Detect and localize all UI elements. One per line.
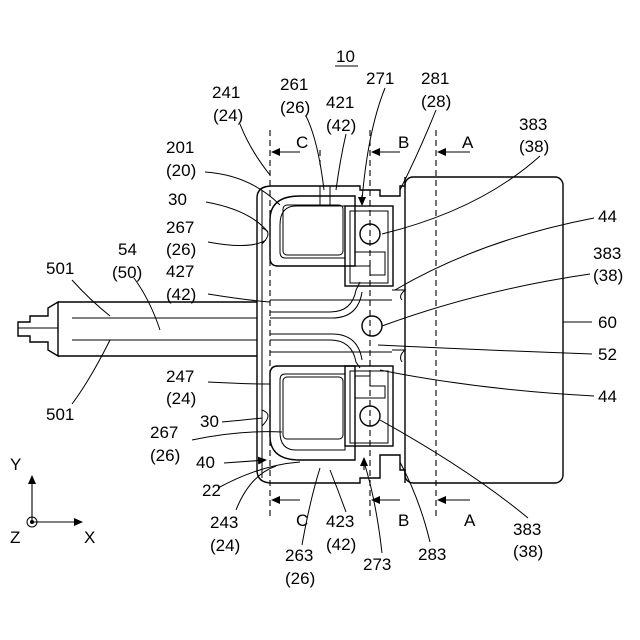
ref-501-a: 501 (46, 259, 74, 278)
ref-243: 243 (210, 513, 238, 532)
ref-42-b: (42) (166, 285, 196, 304)
section-b-bottom: B (398, 511, 409, 530)
ref-40: 40 (196, 453, 215, 472)
connector-upper (345, 206, 393, 286)
ref-38-c: (38) (513, 542, 543, 561)
ref-247: 247 (166, 367, 194, 386)
ref-60: 60 (598, 313, 617, 332)
ref-24-b: (24) (166, 389, 196, 408)
section-b-top: B (398, 133, 409, 152)
ref-28: (28) (421, 92, 451, 111)
ref-30-b: 30 (200, 412, 219, 431)
ref-44-a: 44 (598, 207, 617, 226)
hole-383-middle (362, 316, 382, 336)
section-a-top: A (462, 133, 474, 152)
ref-52: 52 (598, 345, 617, 364)
connector-lower (345, 366, 393, 446)
ref-26-a: (26) (280, 98, 310, 117)
ref-38-a: (38) (519, 137, 549, 156)
ref-42-a: (42) (326, 116, 356, 135)
section-c-top: C (296, 133, 308, 152)
ref-423: 423 (326, 512, 354, 531)
block-60 (405, 177, 563, 483)
ref-44-b: 44 (598, 387, 617, 406)
axis-x-label: X (84, 528, 95, 547)
ref-20: (20) (166, 161, 196, 180)
cable-54 (18, 302, 257, 356)
ref-201: 201 (166, 138, 194, 157)
ref-38-b: (38) (593, 266, 623, 285)
ref-54: 54 (118, 240, 137, 259)
ref-26-d: (26) (285, 569, 315, 588)
ref-241: 241 (212, 83, 240, 102)
axis-z-label: Z (10, 528, 20, 547)
notch-30-lower (262, 410, 268, 426)
upper-box (270, 186, 355, 266)
ref-501-b: 501 (46, 405, 74, 424)
ref-383-b: 383 (593, 244, 621, 263)
ref-273: 273 (363, 555, 391, 574)
ref-281: 281 (421, 69, 449, 88)
ref-24-a: (24) (213, 106, 243, 125)
ref-263: 263 (285, 546, 313, 565)
ref-26-b: (26) (166, 240, 196, 259)
ref-283: 283 (418, 545, 446, 564)
coordinate-axes: Y X Z (10, 455, 95, 547)
ref-267-a: 267 (166, 218, 194, 237)
ref-30-a: 30 (168, 190, 187, 209)
ref-421: 421 (326, 93, 354, 112)
ref-427: 427 (166, 262, 194, 281)
figure-number: 10 (336, 47, 355, 66)
ref-261: 261 (280, 75, 308, 94)
section-a-bottom: A (464, 511, 476, 530)
ref-383-c: 383 (513, 520, 541, 539)
ref-26-c: (26) (150, 446, 180, 465)
ref-24-c: (24) (210, 536, 240, 555)
ref-267-b: 267 (150, 423, 178, 442)
ref-50: (50) (112, 263, 142, 282)
ref-22: 22 (202, 481, 221, 500)
ref-42-c: (42) (326, 535, 356, 554)
axis-y-label: Y (10, 455, 21, 474)
lower-box (270, 366, 355, 460)
ref-383-a: 383 (519, 115, 547, 134)
ref-271: 271 (366, 69, 394, 88)
